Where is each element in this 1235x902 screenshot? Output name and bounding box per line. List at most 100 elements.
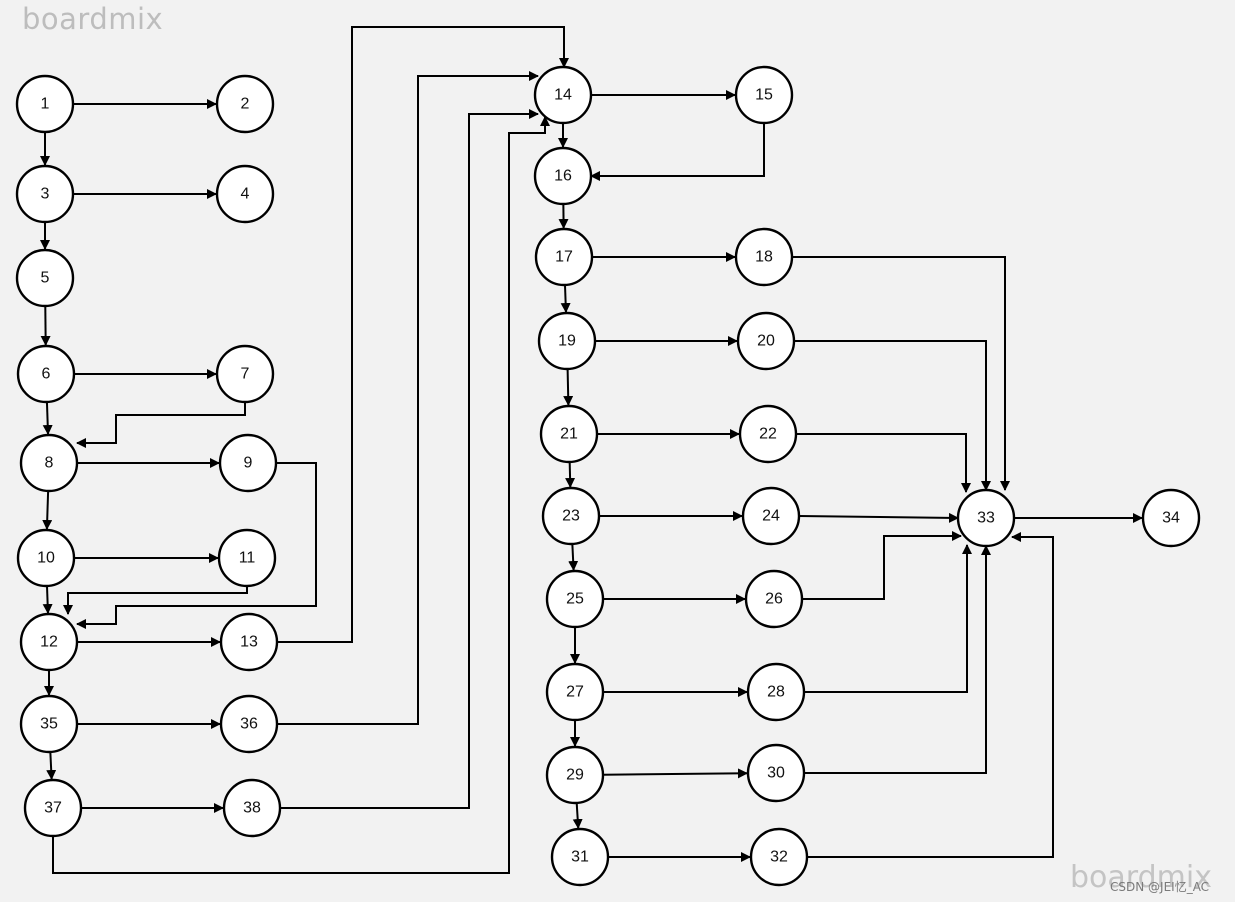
node-35: 35 xyxy=(19,694,79,754)
edge-35-to-37 xyxy=(46,751,57,781)
node-7: 7 xyxy=(215,344,275,404)
node-circle xyxy=(19,694,79,754)
node-label: 11 xyxy=(239,550,256,567)
node-30: 30 xyxy=(746,743,806,803)
node-4: 4 xyxy=(215,164,275,224)
node-circle xyxy=(736,311,796,371)
edge-15-to-16 xyxy=(590,123,765,181)
node-label: 25 xyxy=(566,591,584,608)
watermark-bottom: boardmix xyxy=(1070,860,1212,895)
edge-8-to-10 xyxy=(42,490,53,531)
node-circle xyxy=(741,486,801,546)
node-28: 28 xyxy=(746,662,806,722)
node-label: 26 xyxy=(765,591,783,608)
node-circle xyxy=(541,486,601,546)
edge-6-to-8 xyxy=(42,401,53,436)
edge-21-to-23 xyxy=(565,461,576,489)
node-25: 25 xyxy=(545,569,605,629)
node-label: 6 xyxy=(42,366,51,383)
node-label: 37 xyxy=(44,800,62,817)
edge-36-to-14 xyxy=(277,71,539,725)
node-38: 38 xyxy=(222,778,282,838)
node-22: 22 xyxy=(738,404,798,464)
node-3: 3 xyxy=(15,164,75,224)
node-circle xyxy=(19,612,79,672)
node-label: 16 xyxy=(554,168,572,185)
node-14: 14 xyxy=(533,65,593,125)
node-circle xyxy=(738,404,798,464)
edges-layer xyxy=(40,26,1143,874)
node-label: 30 xyxy=(767,765,785,782)
edge-11-to-12 xyxy=(63,586,248,615)
node-10: 10 xyxy=(16,528,76,588)
node-circle xyxy=(15,248,75,308)
edge-29-to-30 xyxy=(602,768,749,779)
node-5: 5 xyxy=(15,248,75,308)
node-label: 2 xyxy=(241,96,250,113)
node-circle xyxy=(16,528,76,588)
node-11: 11 xyxy=(217,528,277,588)
node-31: 31 xyxy=(550,827,610,887)
node-label: 21 xyxy=(560,426,578,443)
node-label: 3 xyxy=(41,186,50,203)
node-label: 7 xyxy=(241,366,250,383)
node-circle xyxy=(23,778,83,838)
node-circle xyxy=(744,569,804,629)
credit-label: CSDN @JEI忆_AC xyxy=(1110,880,1210,894)
node-circle xyxy=(15,74,75,134)
node-label: 35 xyxy=(40,716,58,733)
node-label: 31 xyxy=(571,849,589,866)
node-29: 29 xyxy=(545,745,605,805)
node-circle xyxy=(746,743,806,803)
node-circle xyxy=(219,694,279,754)
node-label: 18 xyxy=(755,249,773,266)
node-label: 22 xyxy=(759,426,777,443)
node-circle xyxy=(218,433,278,493)
edge-29-to-31 xyxy=(572,802,583,830)
node-2: 2 xyxy=(215,74,275,134)
node-circle xyxy=(215,164,275,224)
node-label: 15 xyxy=(755,87,773,104)
node-label: 36 xyxy=(240,716,258,733)
node-label: 29 xyxy=(566,767,584,784)
node-12: 12 xyxy=(19,612,79,672)
node-label: 28 xyxy=(767,684,785,701)
node-label: 33 xyxy=(977,510,995,527)
node-label: 13 xyxy=(240,634,258,651)
node-circle xyxy=(534,227,594,287)
node-13: 13 xyxy=(219,612,279,672)
edge-17-to-19 xyxy=(560,284,571,314)
edge-7-to-8 xyxy=(76,402,246,448)
node-circle xyxy=(219,612,279,672)
edge-20-to-33 xyxy=(794,340,991,491)
node-circle xyxy=(734,227,794,287)
node-circle xyxy=(746,662,806,722)
node-label: 23 xyxy=(562,508,580,525)
node-32: 32 xyxy=(749,827,809,887)
node-33: 33 xyxy=(956,488,1016,548)
node-label: 32 xyxy=(770,849,788,866)
node-label: 10 xyxy=(37,550,55,567)
node-circle xyxy=(217,528,277,588)
node-label: 38 xyxy=(243,800,261,817)
node-19: 19 xyxy=(537,311,597,371)
node-20: 20 xyxy=(736,311,796,371)
node-label: 14 xyxy=(554,87,572,104)
node-label: 5 xyxy=(41,270,50,287)
node-6: 6 xyxy=(16,344,76,404)
node-1: 1 xyxy=(15,74,75,134)
node-16: 16 xyxy=(533,146,593,206)
edge-26-to-33 xyxy=(802,531,962,600)
edge-23-to-25 xyxy=(568,543,579,572)
node-26: 26 xyxy=(744,569,804,629)
edge-22-to-33 xyxy=(796,433,971,493)
node-37: 37 xyxy=(23,778,83,838)
node-9: 9 xyxy=(218,433,278,493)
node-circle xyxy=(533,146,593,206)
node-15: 15 xyxy=(734,65,794,125)
node-8: 8 xyxy=(19,433,79,493)
edge-30-to-33 xyxy=(804,545,991,774)
node-36: 36 xyxy=(219,694,279,754)
node-label: 27 xyxy=(566,684,584,701)
